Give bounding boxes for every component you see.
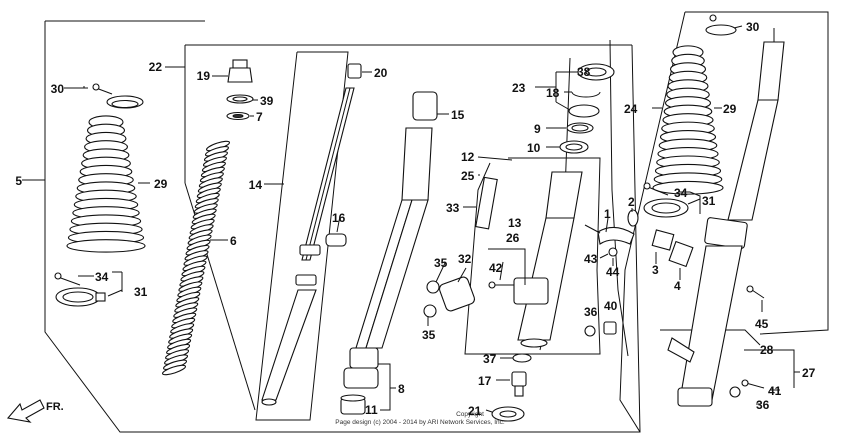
front-direction-arrow-icon: FR. [6, 399, 64, 423]
callout-34-left: 34 [95, 270, 109, 284]
callout-34-right: 34 [674, 186, 688, 200]
rubber-boot-right [652, 45, 724, 195]
inner-fork-tube [340, 91, 438, 415]
seal-stack [559, 63, 615, 154]
callout-37: 37 [483, 352, 497, 366]
outer-slider [423, 171, 583, 348]
callout-15: 15 [451, 108, 465, 122]
callout-14: 14 [249, 178, 263, 192]
hose-clamp [584, 209, 694, 268]
callout-30-left: 30 [51, 82, 65, 96]
right-clamps [643, 14, 765, 398]
callout-33: 33 [446, 201, 460, 215]
callout-45: 45 [755, 317, 769, 331]
callout-26: 26 [506, 231, 520, 245]
callout-labels: 5 30 29 34 31 22 19 39 7 6 14 20 16 15 8… [15, 20, 815, 418]
callout-41: 41 [768, 384, 782, 398]
callout-31-left: 31 [134, 285, 148, 299]
left-fork-boot [92, 83, 144, 109]
copyright-title: Copyright [456, 411, 484, 418]
callout-31-right: 31 [702, 194, 716, 208]
frame-lines [44, 11, 829, 433]
lower-clamp-left [54, 272, 106, 307]
callout-13: 13 [508, 216, 522, 230]
callout-11: 11 [365, 403, 378, 417]
leader-lines [22, 25, 800, 413]
callout-19: 19 [197, 69, 211, 83]
callout-1: 1 [604, 207, 611, 221]
callout-18: 18 [546, 86, 560, 100]
callout-42: 42 [489, 261, 503, 275]
callout-43: 43 [584, 252, 598, 266]
callout-17: 17 [478, 374, 492, 388]
callout-32: 32 [458, 252, 472, 266]
callout-40: 40 [604, 299, 618, 313]
damper-rod [261, 63, 362, 406]
callout-44: 44 [606, 265, 620, 279]
callout-5: 5 [15, 174, 22, 188]
callout-28: 28 [760, 343, 774, 357]
callout-6: 6 [230, 234, 237, 248]
callout-22: 22 [149, 60, 163, 74]
callout-20: 20 [374, 66, 388, 80]
rubber-boot-left [66, 115, 146, 253]
callout-4: 4 [674, 279, 681, 293]
direction-label: FR. [46, 401, 64, 413]
callout-29-left: 29 [154, 177, 168, 191]
callout-36-center: 36 [584, 305, 598, 319]
callout-7: 7 [256, 110, 263, 124]
callout-8: 8 [398, 382, 405, 396]
callout-29-right: 29 [723, 102, 737, 116]
callout-21: 21 [468, 404, 482, 418]
callout-30-right: 30 [746, 20, 760, 34]
callout-16: 16 [332, 211, 346, 225]
callout-23: 23 [512, 81, 526, 95]
callout-35-bottom: 35 [422, 328, 436, 342]
copyright-notice: Page design (c) 2004 - 2014 by ARI Netwo… [335, 419, 505, 426]
callout-2: 2 [628, 195, 635, 209]
fork-cap-bolt [226, 59, 254, 121]
callout-27: 27 [802, 366, 816, 380]
right-fork-tube [667, 28, 785, 407]
callout-12: 12 [461, 150, 475, 164]
callout-10: 10 [527, 141, 541, 155]
callout-39: 39 [260, 94, 274, 108]
small-fasteners [491, 321, 617, 422]
callout-25: 25 [461, 169, 475, 183]
callout-36-right: 36 [756, 398, 770, 412]
callout-38: 38 [577, 65, 591, 79]
fork-spring [161, 140, 231, 376]
callout-3: 3 [652, 263, 659, 277]
callout-24: 24 [624, 102, 638, 116]
callout-35-top: 35 [434, 256, 448, 270]
callout-9: 9 [534, 122, 541, 136]
